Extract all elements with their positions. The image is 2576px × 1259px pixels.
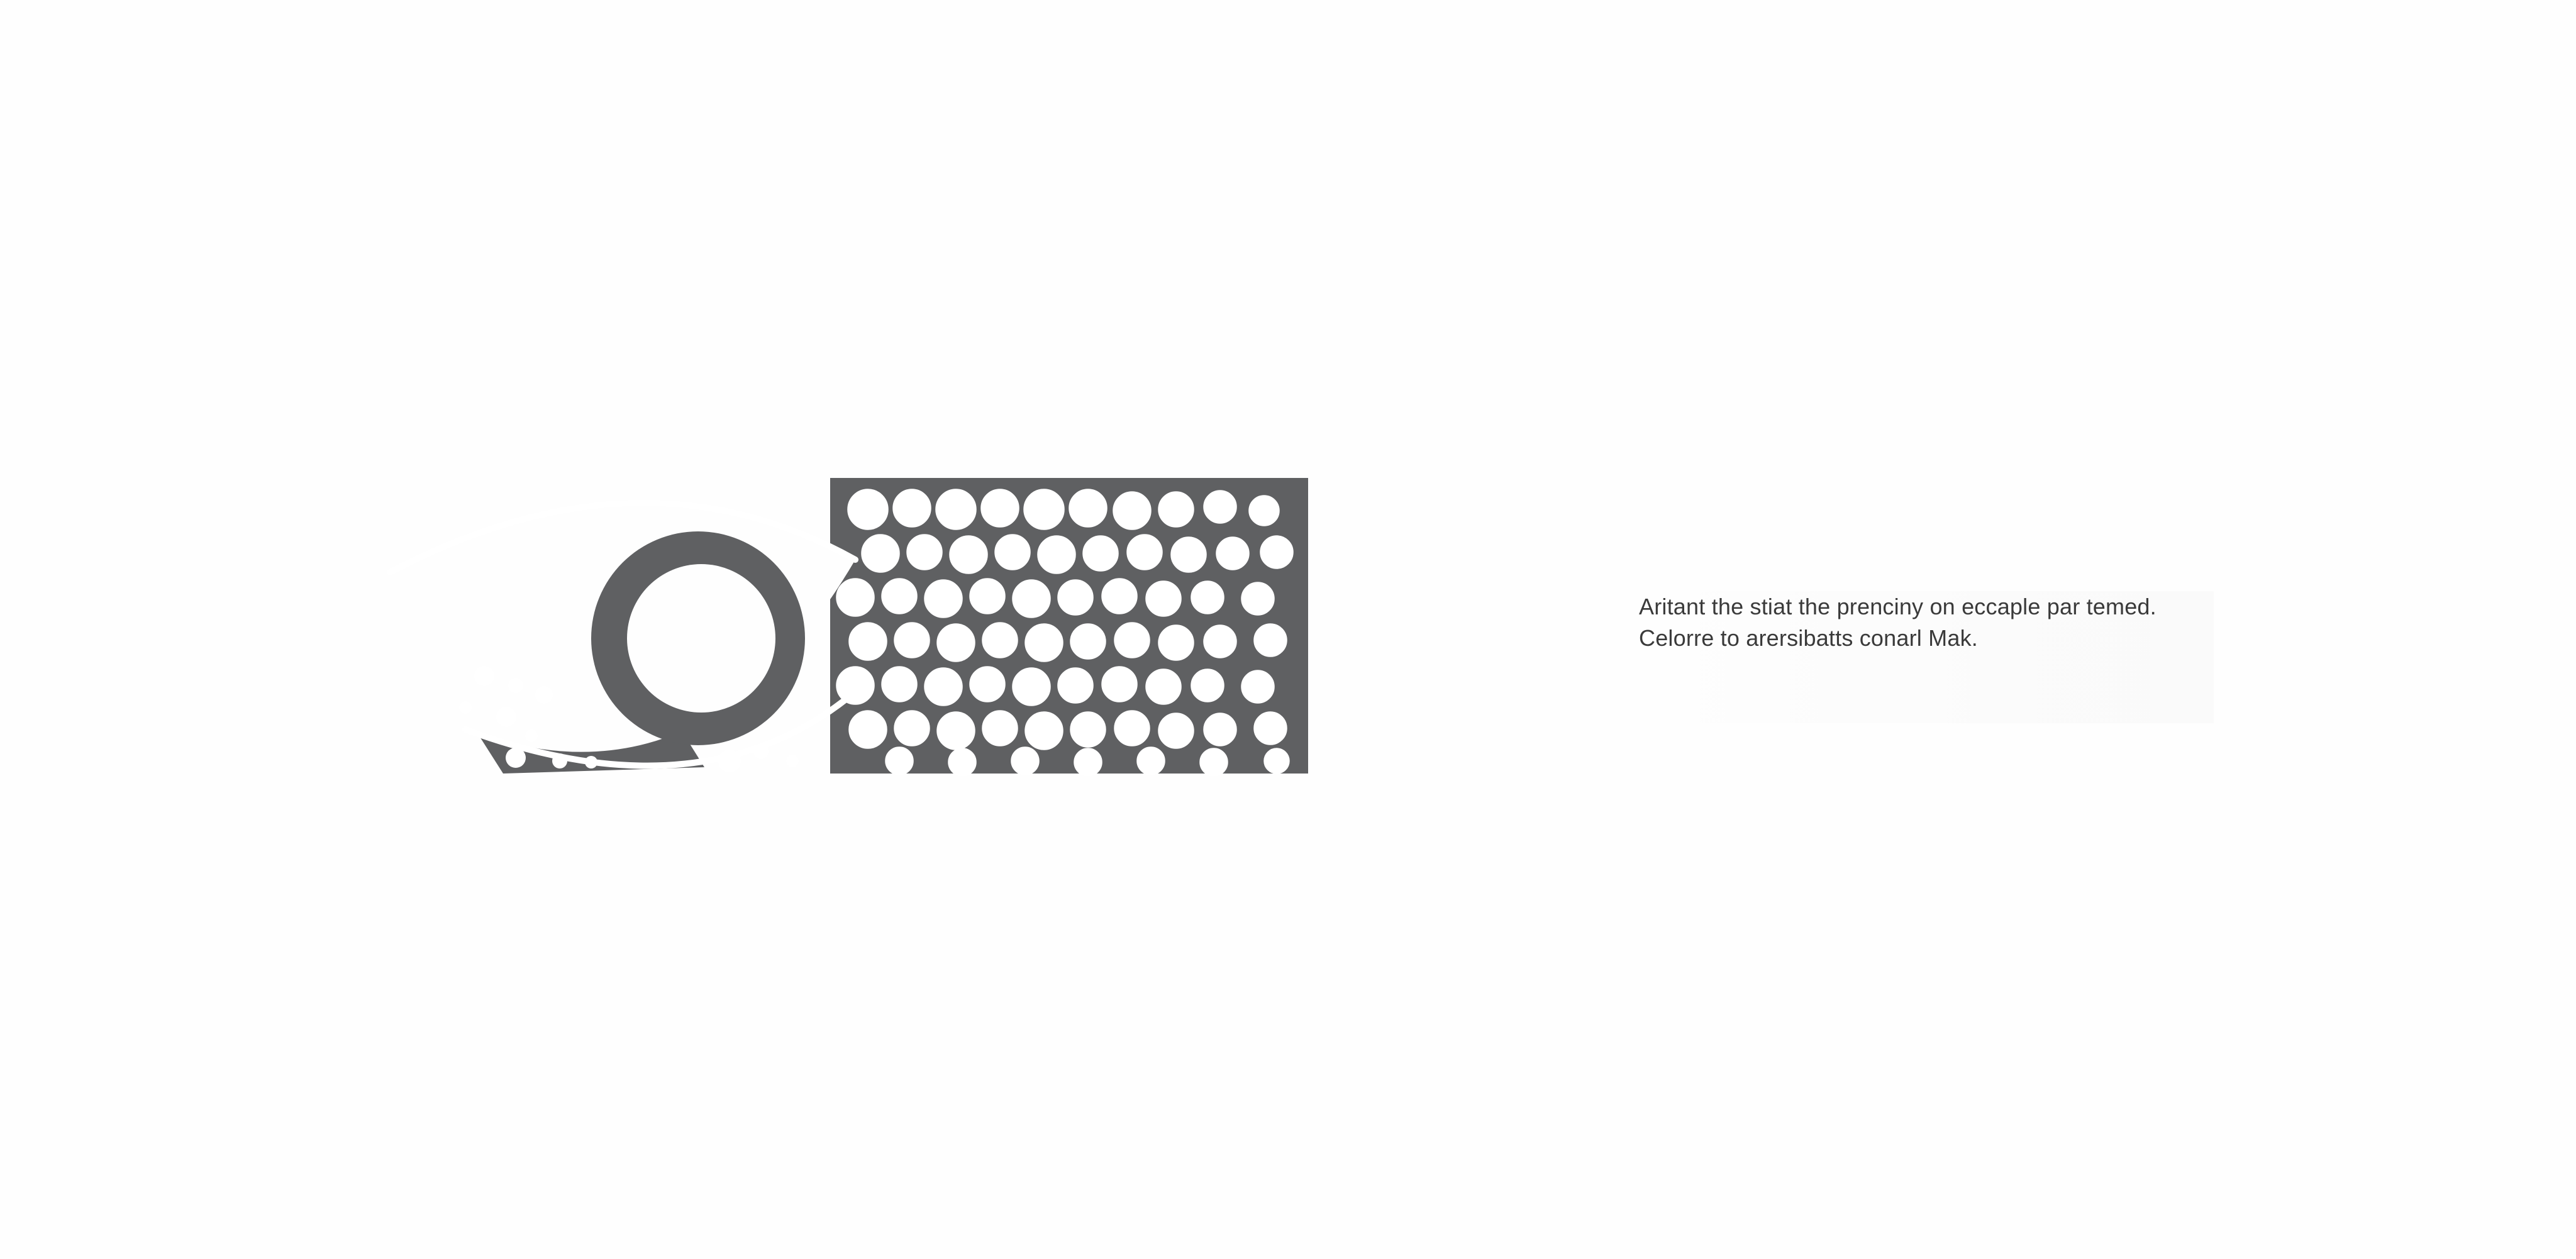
caption-line-2: Celorre to arersibatts conarl Mak. <box>1639 625 1978 651</box>
caption-line-1: Aritant the stiat the prenciny on eccapl… <box>1639 594 2157 619</box>
abstract-eye-graphic <box>377 465 1308 792</box>
caption-block: Aritant the stiat the prenciny on eccapl… <box>1635 591 2214 723</box>
eye-logo-icon <box>387 478 1308 777</box>
